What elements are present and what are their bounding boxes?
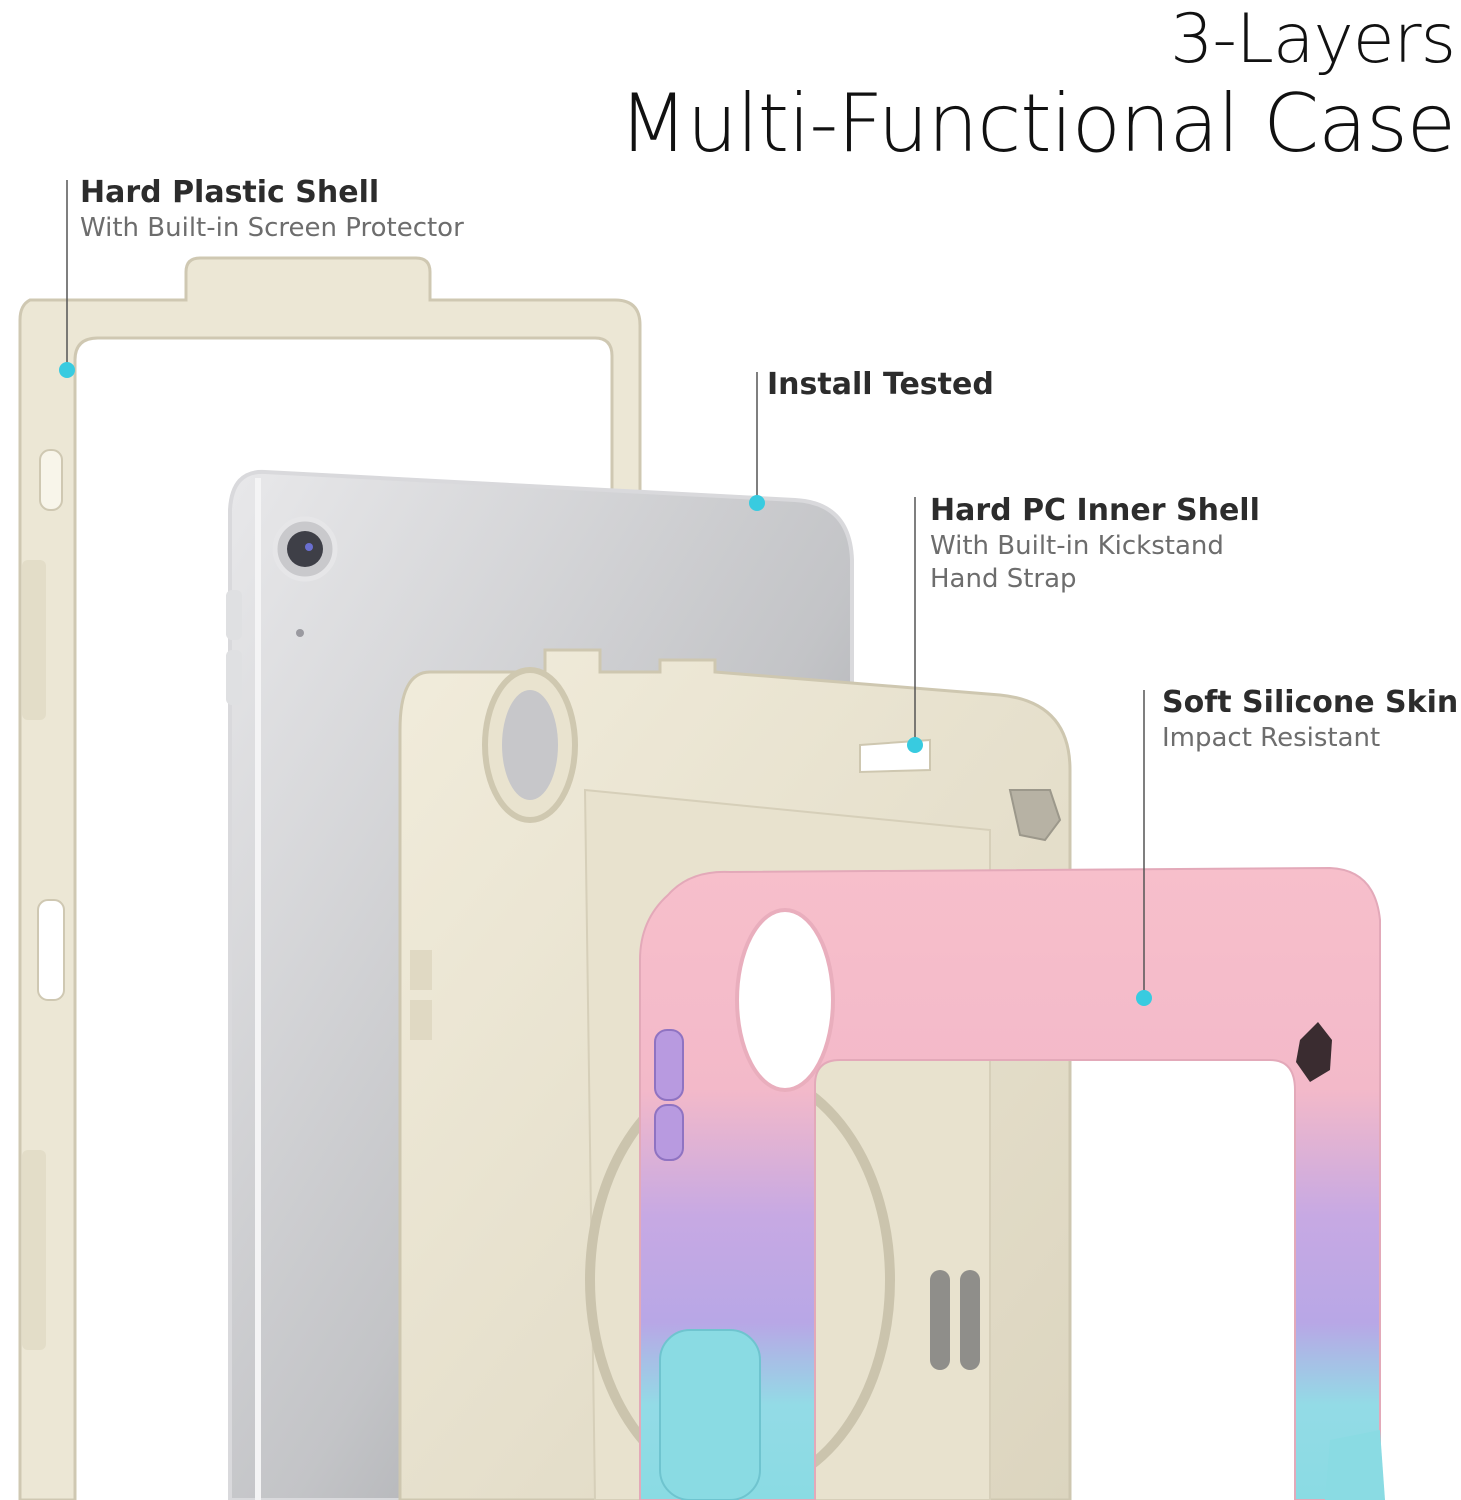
callout-title: Hard Plastic Shell <box>80 175 380 210</box>
callout-install-tested: Install Tested <box>767 366 994 404</box>
callout-subtitle-1: With Built-in Kickstand <box>930 530 1224 561</box>
marker-dot-hard-pc-inner-shell <box>907 737 923 753</box>
callout-hard-pc-inner-shell: Hard PC Inner Shell With Built-in Kickst… <box>930 492 1260 597</box>
soft-silicone-skin <box>639 866 1385 1500</box>
marker-dot-hard-plastic-shell <box>59 362 75 378</box>
callout-title: Install Tested <box>767 367 994 402</box>
callout-title: Hard PC Inner Shell <box>930 493 1260 528</box>
marker-dot-soft-silicone-skin <box>1136 990 1152 1006</box>
callout-subtitle: With Built-in Screen Protector <box>80 212 464 243</box>
callout-lines <box>66 180 1145 998</box>
callout-subtitle-2: Hand Strap <box>930 564 1077 595</box>
callout-title: Soft Silicone Skin <box>1162 685 1459 720</box>
headline-line-1: 3-Layers <box>1170 0 1456 79</box>
callout-hard-plastic-shell: Hard Plastic Shell With Built-in Screen … <box>80 174 464 245</box>
callout-subtitle: Impact Resistant <box>1162 722 1381 753</box>
headline-line-2: Multi-Functional Case <box>618 77 1456 170</box>
callout-soft-silicone-skin: Soft Silicone Skin Impact Resistant <box>1162 684 1458 755</box>
marker-dot-install-tested <box>749 495 765 511</box>
